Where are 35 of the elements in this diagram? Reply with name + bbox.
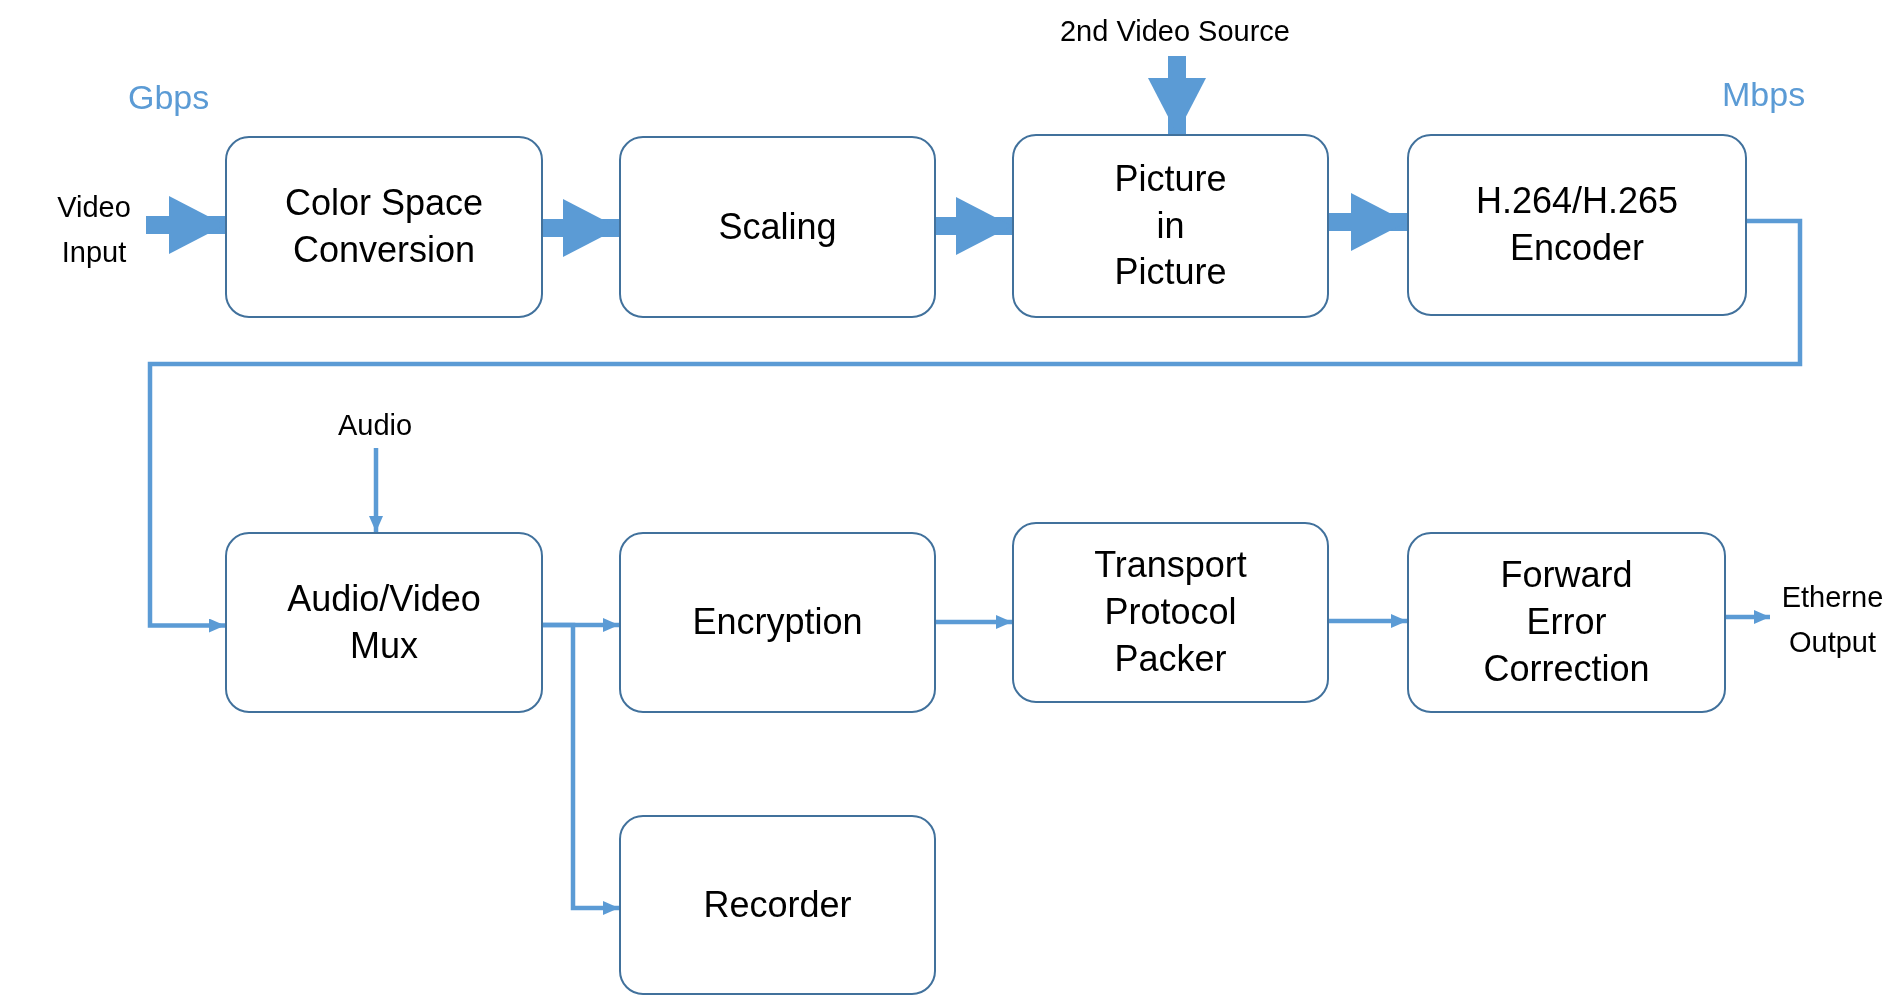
arrow [1329, 614, 1407, 628]
process-box [1407, 532, 1726, 713]
arrow [147, 218, 1803, 633]
process-box [619, 136, 936, 318]
process-box [225, 532, 543, 713]
block-arrow [1329, 193, 1407, 251]
process-box [1012, 522, 1329, 703]
process-box [1012, 134, 1329, 318]
input-label: Audio [337, 407, 413, 443]
output-label: Etherne Output [1780, 580, 1885, 660]
process-box [619, 532, 936, 713]
process-box [1407, 134, 1747, 316]
box-label: Scaling [718, 204, 837, 249]
box-label: H.264/H.265 Encoder [1474, 179, 1680, 270]
arrow [1726, 610, 1770, 624]
block-arrow [1148, 56, 1206, 134]
block-arrow [146, 196, 225, 254]
box-label: Forward Error Correction [1482, 553, 1651, 691]
block-arrow [936, 197, 1012, 255]
box-label: Encryption [692, 600, 863, 645]
arrow [369, 448, 383, 532]
box-label: Transport Protocol Packer [1093, 543, 1248, 681]
input-label: 2nd Video Source [1059, 13, 1290, 49]
box-label: Audio/Video Mux [286, 576, 482, 668]
arrow [543, 622, 619, 915]
box-label: Color Space Conversion [284, 181, 484, 272]
input-label: Video Input [56, 190, 132, 270]
rate-label: Mbps [1722, 75, 1806, 114]
box-label: Picture in Picture [1113, 156, 1228, 295]
process-box [619, 815, 936, 995]
block-arrow [543, 199, 619, 257]
process-box [225, 136, 543, 318]
box-label: Recorder [703, 882, 852, 927]
arrow [936, 615, 1012, 629]
rate-label: Gbps [128, 78, 210, 117]
